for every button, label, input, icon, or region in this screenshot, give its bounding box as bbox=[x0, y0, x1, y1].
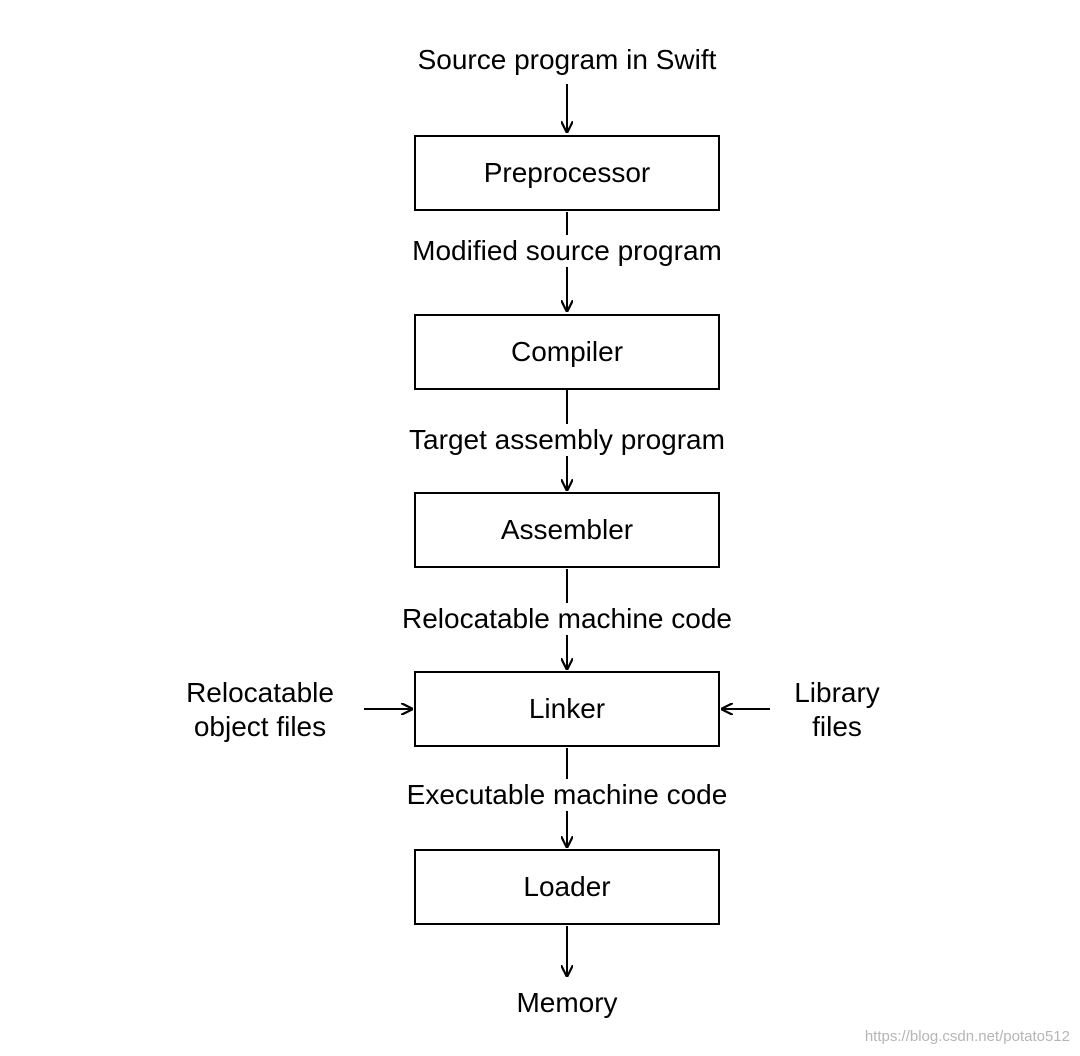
assembler-box: Assembler bbox=[414, 492, 720, 568]
linker-label: Linker bbox=[528, 693, 606, 724]
memory-label: Memory bbox=[340, 987, 794, 1019]
relocatable-machine-code-label: Relocatable machine code bbox=[340, 603, 794, 635]
target-assembly-label: Target assembly program bbox=[340, 424, 794, 456]
library-files-line-2: files bbox=[812, 711, 862, 742]
relocatable-object-files-line-1: Relocatable bbox=[186, 677, 334, 708]
watermark-text: https://blog.csdn.net/potato512 bbox=[864, 1028, 1070, 1045]
linker-box: Linker bbox=[414, 671, 720, 747]
library-files-line-1: Library bbox=[794, 677, 880, 708]
library-files-label: Library files bbox=[780, 676, 894, 744]
loader-box: Loader bbox=[414, 849, 720, 925]
relocatable-object-files-label: Relocatable object files bbox=[168, 676, 352, 744]
source-program-label: Source program in Swift bbox=[340, 44, 794, 76]
assembler-label: Assembler bbox=[500, 514, 634, 545]
preprocessor-label: Preprocessor bbox=[483, 157, 651, 188]
modified-source-label: Modified source program bbox=[340, 235, 794, 267]
preprocessor-box: Preprocessor bbox=[414, 135, 720, 211]
compiler-label: Compiler bbox=[510, 336, 624, 367]
compiler-box: Compiler bbox=[414, 314, 720, 390]
executable-machine-code-label: Executable machine code bbox=[340, 779, 794, 811]
loader-label: Loader bbox=[523, 871, 611, 902]
relocatable-object-files-line-2: object files bbox=[193, 711, 327, 742]
